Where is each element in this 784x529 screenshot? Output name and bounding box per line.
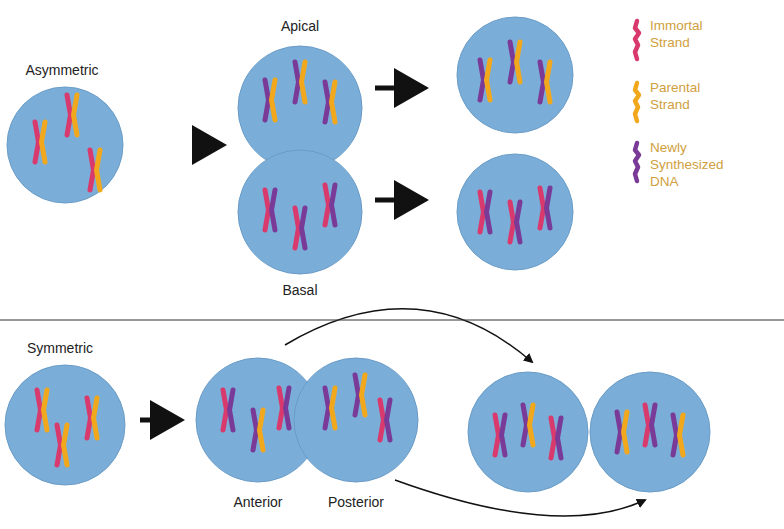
chromatid — [617, 412, 621, 452]
cell — [5, 365, 125, 485]
chromatid — [44, 390, 48, 430]
chromatid — [517, 202, 521, 242]
cell — [590, 372, 710, 492]
chromatid — [325, 82, 329, 122]
chromatid — [480, 192, 484, 232]
cell — [457, 154, 573, 270]
chromatid — [387, 400, 391, 440]
cell — [294, 358, 418, 482]
chromatid — [540, 62, 544, 102]
chromatid — [67, 95, 71, 135]
chromatid — [94, 398, 98, 438]
arrow — [192, 143, 222, 148]
chromatid — [510, 42, 514, 82]
chromatid — [35, 122, 39, 162]
chromatid — [64, 425, 68, 465]
chromatid — [645, 405, 649, 445]
chromatid — [97, 150, 101, 190]
chromatid — [42, 122, 46, 162]
label: Apical — [281, 18, 319, 35]
chromatid — [302, 208, 306, 248]
legend-swatch — [630, 18, 644, 62]
chromatid — [510, 202, 514, 242]
arrow — [375, 86, 424, 91]
chromatid — [325, 185, 329, 225]
label: Symmetric — [27, 340, 93, 357]
chromatid — [332, 388, 336, 428]
chromatid — [495, 415, 499, 455]
chromatid — [279, 388, 283, 428]
arrow — [140, 418, 180, 423]
legend-entry: Newly Synthesized DNA — [630, 140, 740, 191]
chromatid — [302, 62, 306, 102]
chromatid — [673, 415, 677, 455]
chromatid — [223, 390, 227, 430]
chromatid — [380, 400, 384, 440]
chromatid — [652, 405, 656, 445]
chromatid — [74, 95, 78, 135]
chromatid — [540, 188, 544, 228]
chromatid — [332, 185, 336, 225]
label: Asymmetric — [25, 62, 98, 79]
chromatid — [558, 418, 562, 458]
label: Posterior — [328, 494, 384, 511]
chromatid — [260, 410, 264, 450]
chromatid — [230, 390, 234, 430]
chromatid — [551, 418, 555, 458]
divider — [0, 320, 784, 321]
cell — [457, 17, 573, 133]
chromatid — [90, 150, 94, 190]
chromatid — [272, 80, 276, 120]
chromatid — [325, 388, 329, 428]
legend-swatch — [630, 80, 644, 124]
chromatid — [523, 405, 527, 445]
chromatid — [624, 412, 628, 452]
chromatid — [680, 415, 684, 455]
chromatid — [487, 192, 491, 232]
legend-entry: Immortal Strand — [630, 18, 730, 62]
chromatid — [253, 410, 257, 450]
chromatid — [530, 405, 534, 445]
legend-text: Newly Synthesized DNA — [650, 140, 740, 191]
cell — [7, 87, 123, 203]
curved-arrow — [285, 309, 532, 362]
chromatid — [487, 60, 491, 100]
label: Anterior — [233, 494, 282, 511]
chromatid — [332, 82, 336, 122]
chromatid — [517, 42, 521, 82]
chromatid — [265, 80, 269, 120]
chromatid — [502, 415, 506, 455]
chromatid — [547, 188, 551, 228]
arrow — [375, 198, 424, 203]
chromatid — [37, 390, 41, 430]
chromatid — [265, 190, 269, 230]
legend-text: Parental Strand — [650, 80, 730, 114]
chromatid — [87, 398, 91, 438]
chromatid — [295, 208, 299, 248]
label: Basal — [282, 282, 317, 299]
chromatid — [286, 388, 290, 428]
chromatid — [362, 375, 366, 415]
cell — [238, 150, 362, 274]
chromatid — [355, 375, 359, 415]
cell — [468, 372, 588, 492]
curved-arrow — [395, 480, 645, 516]
legend-entry: Parental Strand — [630, 80, 730, 124]
chromatid — [57, 425, 61, 465]
chromatid — [547, 62, 551, 102]
chromatid — [480, 60, 484, 100]
chromatid — [295, 62, 299, 102]
legend-text: Immortal Strand — [650, 18, 730, 52]
chromatid — [272, 190, 276, 230]
legend-swatch — [630, 140, 644, 184]
